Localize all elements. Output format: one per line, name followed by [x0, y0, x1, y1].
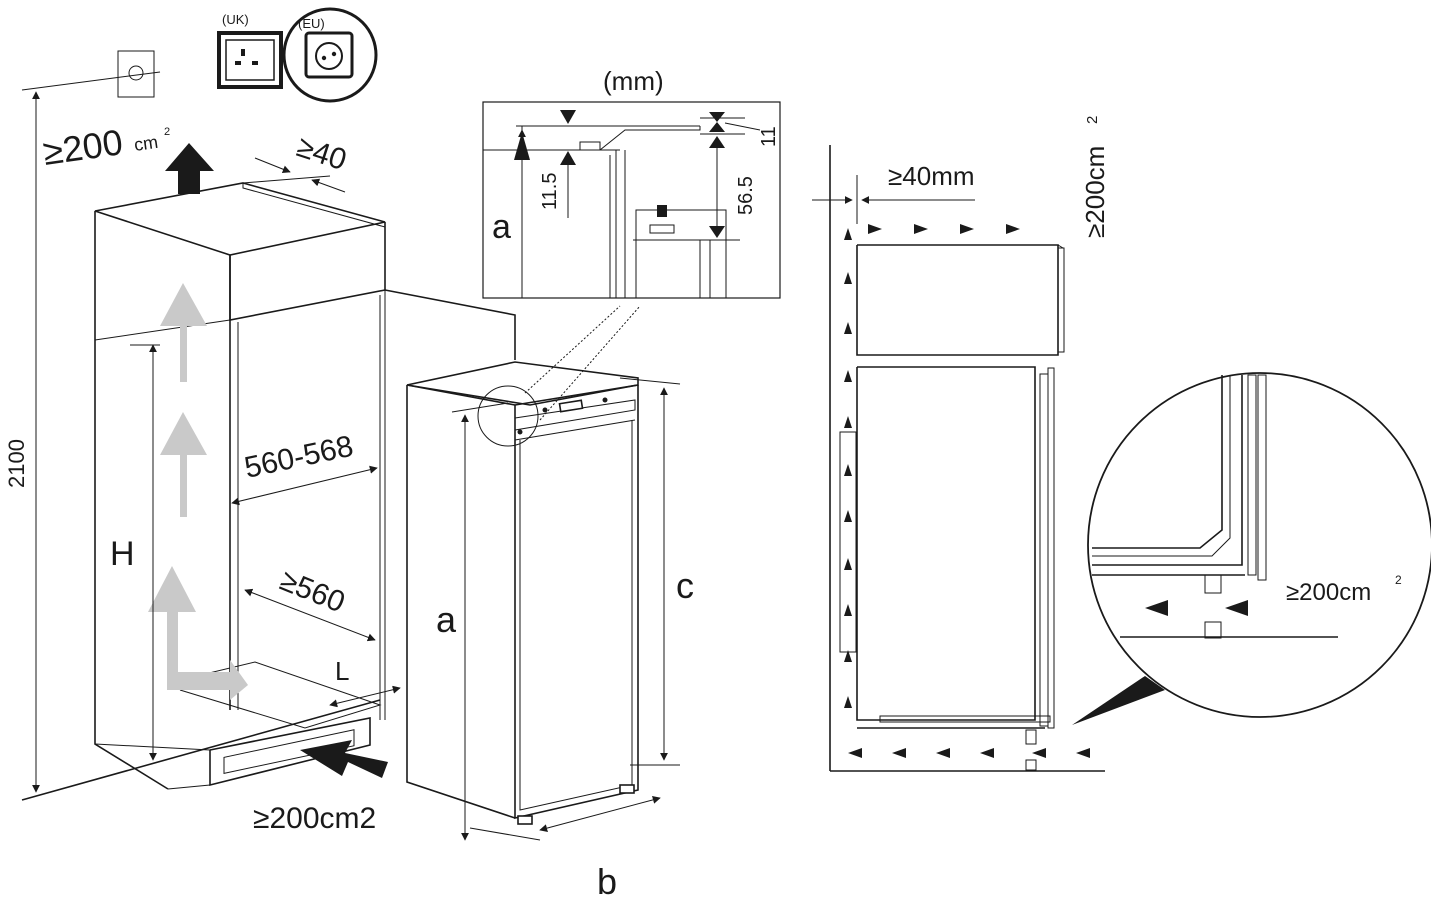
vent-bottom-arrow [300, 740, 388, 778]
side-view [829, 145, 1105, 772]
side-airflow-bottom [848, 748, 1090, 758]
appliance-body [406, 361, 639, 825]
detail-11-5-label: 11.5 [539, 173, 561, 210]
detail-56-5-label: 56.5 [735, 176, 757, 215]
side-airflow-up [844, 228, 852, 708]
side-gap-label: ≥40mm [888, 161, 975, 191]
detail-box [482, 101, 781, 299]
niche-cabinet [21, 182, 516, 801]
eu-socket-icon [282, 7, 378, 103]
a-front-label: a [436, 599, 457, 640]
detail-11-label: 11 [758, 126, 780, 147]
uk-label: (UK) [222, 12, 249, 27]
L-label: L [335, 656, 349, 686]
uk-socket-icon [217, 31, 283, 89]
side-vent-top-sup: 2 [1084, 116, 1101, 124]
c-height-label: c [676, 565, 694, 606]
detail-a-label: a [492, 208, 511, 246]
side-airflow-top [868, 224, 1020, 234]
wall-socket-icon [117, 50, 155, 98]
vent-top-unit: cm [133, 132, 160, 155]
vent-up-arrow [165, 143, 214, 194]
vent-top-label: ≥200 [40, 121, 125, 173]
circle-vent-label: ≥200cm [1286, 579, 1371, 606]
wall-line-top [21, 71, 161, 91]
gap-top-label: ≥40 [293, 130, 351, 177]
eu-label: (EU) [298, 16, 325, 31]
b-width-label: b [597, 861, 617, 900]
vent-top-sup: 2 [164, 126, 170, 138]
zoom-circle-small [477, 385, 539, 447]
width-range-label: 560-568 [242, 430, 357, 485]
height-H-label: H [110, 535, 135, 573]
height-total-label: 2100 [4, 439, 29, 488]
vent-bottom-label: ≥200cm2 [253, 802, 376, 835]
side-vent-top-label: ≥200cm [1080, 146, 1110, 238]
circle-vent-sup: 2 [1395, 573, 1402, 587]
airflow-arrows [148, 283, 248, 700]
depth-min-label: ≥560 [275, 564, 349, 620]
detail-unit-label: (mm) [603, 66, 664, 96]
zoom-circle-large [1072, 372, 1431, 725]
